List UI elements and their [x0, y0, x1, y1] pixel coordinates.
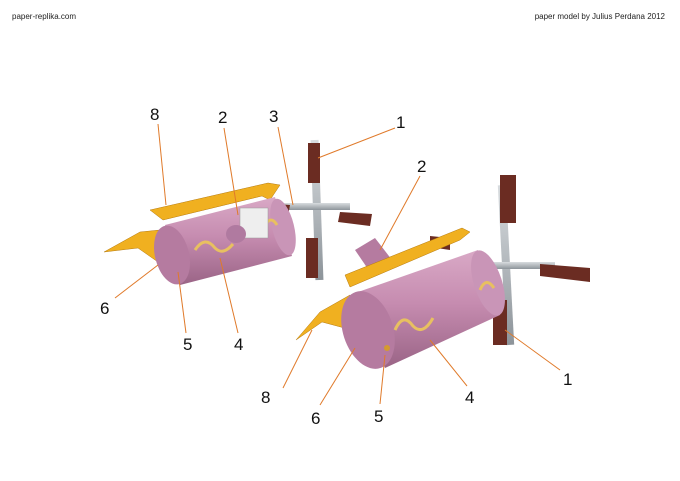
label-3: 3	[269, 107, 278, 126]
left-cylinder	[153, 197, 296, 285]
label-2: 2	[218, 108, 227, 127]
blade	[306, 238, 318, 278]
blade	[308, 143, 320, 183]
label-4: 4	[465, 388, 474, 407]
leader-lines	[114, 123, 561, 406]
right-cylinder	[341, 250, 505, 369]
label-5: 5	[374, 407, 383, 426]
labels-left: 8 2 3 1 6 5 4	[100, 105, 405, 354]
blade	[500, 175, 516, 223]
labels-right: 2 1 4 8 6 5	[261, 157, 572, 428]
label-8: 8	[150, 105, 159, 124]
credit-text: paper model by Julius Perdana 2012	[534, 12, 665, 21]
blade	[540, 264, 590, 282]
label-6: 6	[311, 409, 320, 428]
label-2: 2	[417, 157, 426, 176]
site-name: paper-replika.com	[12, 12, 77, 21]
label-4: 4	[234, 335, 243, 354]
left-model	[103, 139, 372, 285]
label-8: 8	[261, 388, 270, 407]
label-1: 1	[563, 370, 572, 389]
label-5: 5	[183, 335, 192, 354]
label-1: 1	[396, 113, 405, 132]
label-6: 6	[100, 299, 109, 318]
blade	[338, 212, 372, 226]
